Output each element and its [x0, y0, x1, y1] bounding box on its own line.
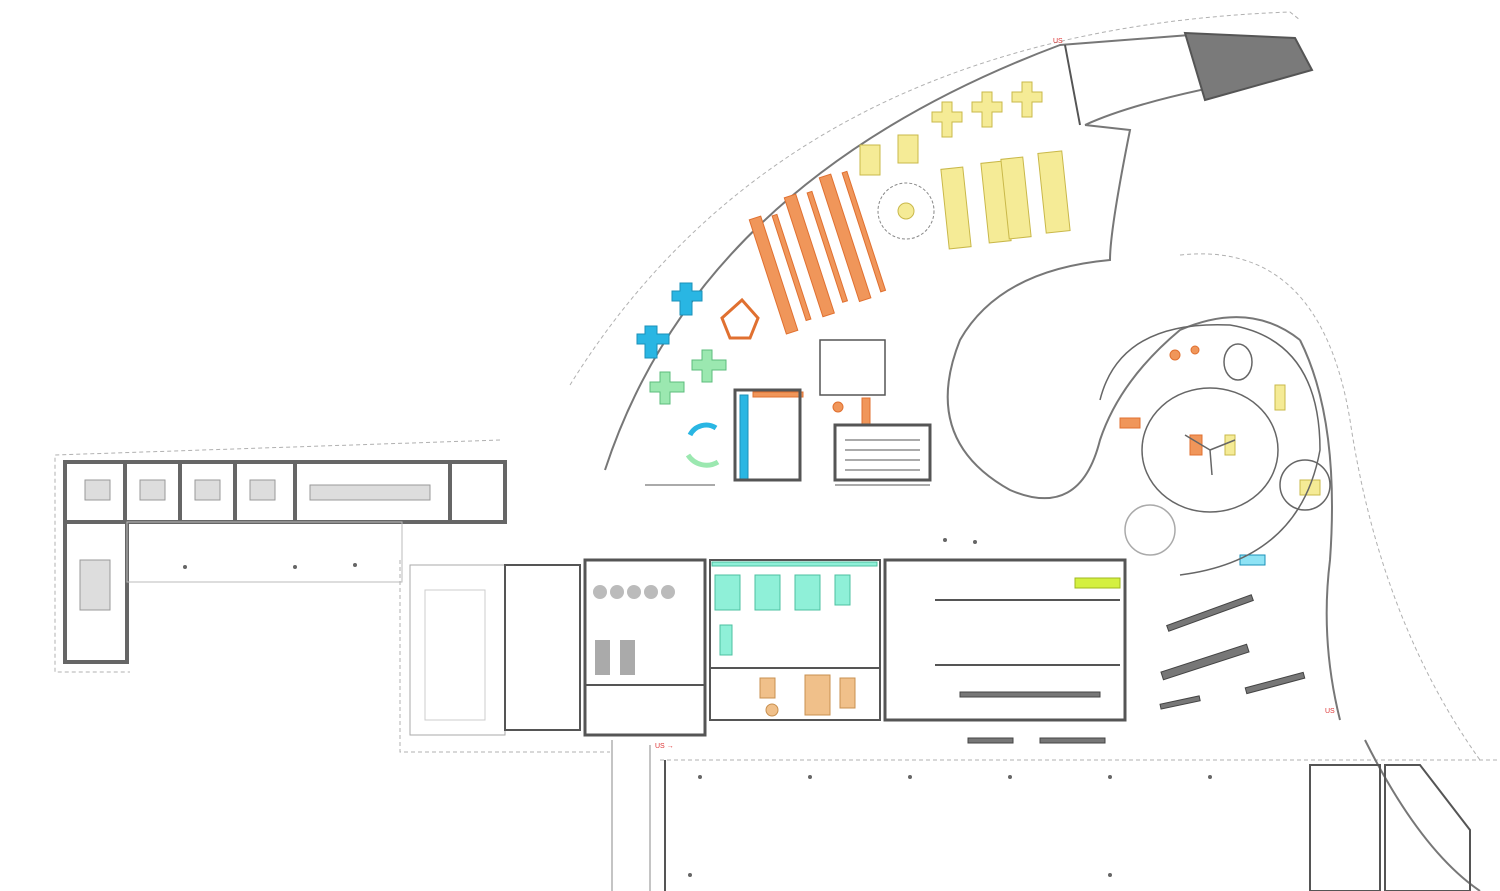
blue-workstations — [636, 282, 1266, 566]
section-marker-label: US — [1053, 38, 1063, 45]
west-wing — [63, 460, 507, 664]
columns — [183, 538, 1212, 877]
dining-tables — [424, 589, 486, 721]
section-marker: US — [1053, 38, 1063, 45]
section-marker-label: US — [1325, 708, 1335, 715]
curved-bench — [687, 422, 718, 437]
stairs — [645, 439, 930, 486]
orange-small-furniture — [752, 345, 1203, 456]
equipment — [595, 640, 610, 675]
section-marker-arrow: → — [666, 743, 674, 750]
section-marker: US → — [655, 743, 674, 750]
tanks — [593, 585, 675, 599]
southeast-building — [1309, 764, 1471, 891]
core-blocks — [733, 339, 932, 482]
wall — [1064, 44, 1081, 126]
plaza-lines — [611, 740, 666, 891]
east-ring — [1099, 323, 1331, 576]
green-workstations — [649, 349, 727, 405]
ring-partitions — [1184, 434, 1236, 476]
solid-roof-area — [1183, 31, 1314, 102]
machinery — [959, 594, 1306, 744]
curved-bench — [685, 453, 720, 468]
central-block — [409, 558, 1127, 737]
site-boundary — [54, 11, 1500, 761]
lounge-circle — [877, 182, 935, 240]
tan-workstations — [759, 674, 856, 717]
lime-workstation — [1074, 577, 1121, 589]
equipment — [620, 640, 635, 675]
corridor — [126, 521, 403, 583]
teal-workstations — [711, 561, 878, 656]
orange-workstations — [720, 170, 887, 340]
section-marker: US — [1325, 708, 1335, 715]
yellow-workstations — [859, 81, 1321, 496]
west-wing-furniture — [79, 479, 431, 611]
section-marker-label: US — [655, 743, 665, 750]
